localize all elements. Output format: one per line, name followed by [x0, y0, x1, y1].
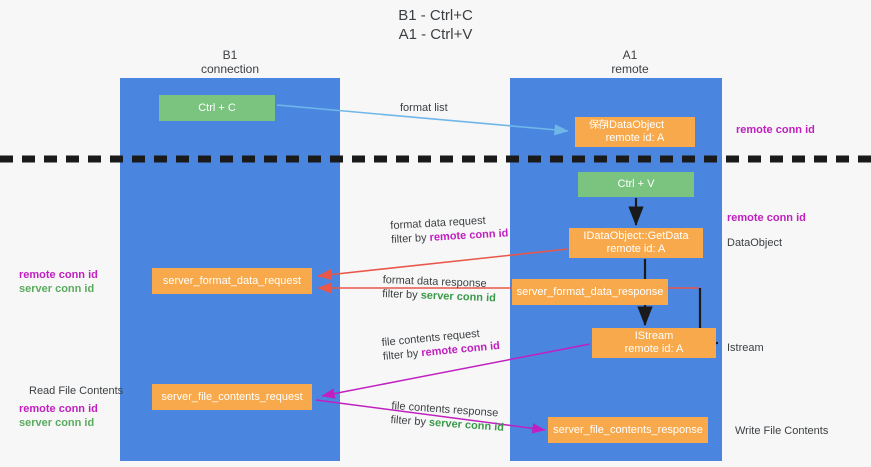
filter-prefix: filter by — [390, 231, 430, 246]
annotation-left-conn-ids-1: remote conn id server conn id — [19, 268, 98, 296]
column-header-b1-role: connection — [200, 62, 260, 76]
node-getdata-label: IDataObject::GetData — [583, 230, 689, 242]
annotation-right-remote-conn-id-2: remote conn id — [727, 212, 806, 224]
annotation-right-write-file-contents: Write File Contents — [735, 425, 829, 437]
title-line-1: B1 - Ctrl+C — [398, 7, 473, 24]
column-header-b1: B1 connection — [120, 48, 340, 76]
node-server-file-contents-response[interactable]: server_file_contents_response — [548, 417, 708, 443]
annotation-left-read-file-contents: Read File Contents — [29, 385, 124, 397]
node-ctrl-c[interactable]: Ctrl + C — [159, 95, 275, 121]
annotation-right-remote-conn-id-1: remote conn id — [736, 124, 815, 136]
edge-label-format-data-response: format data response filter by server co… — [382, 273, 497, 305]
annotation-right-istream: Istream — [727, 342, 764, 354]
arrow-format-list — [276, 104, 569, 136]
filter-prefix: filter by — [390, 413, 430, 429]
node-server-format-data-request-label: server_format_data_request — [162, 274, 302, 287]
node-server-file-contents-response-label: server_file_contents_response — [553, 423, 703, 436]
title-line-2: A1 - Ctrl+V — [398, 26, 473, 43]
node-server-file-contents-request-label: server_file_contents_request — [161, 390, 303, 403]
node-getdata-sub: remote id: A — [606, 243, 666, 255]
arrow-file-contents-response — [315, 399, 546, 434]
node-idataobject-overlap-glyphs: 保存 — [588, 120, 608, 131]
column-header-a1-name: A1 — [622, 48, 638, 62]
annotation-right-dataobject: DataObject — [727, 237, 783, 249]
annotation-left-remote-conn-id-1: remote conn id — [19, 269, 98, 281]
node-ctrl-c-label: Ctrl + C — [198, 101, 236, 114]
page-title: B1 - Ctrl+C A1 - Ctrl+V — [0, 6, 871, 44]
node-server-format-data-response-label: server_format_data_response — [516, 285, 664, 298]
filter-prefix: filter by — [382, 347, 422, 363]
node-server-file-contents-request[interactable]: server_file_contents_request — [152, 384, 312, 410]
node-idataobject-sub: remote id: A — [605, 132, 665, 144]
node-server-format-data-response[interactable]: server_format_data_response — [512, 279, 668, 305]
node-idataobject-getdata[interactable]: IDataObject::GetData remote id: A — [569, 228, 703, 258]
column-header-a1: A1 remote — [510, 48, 750, 76]
column-header-a1-role: remote — [611, 62, 649, 76]
column-header-b1-name: B1 — [222, 48, 238, 62]
node-ctrl-v-label: Ctrl + V — [617, 178, 655, 190]
filter-prefix: filter by — [381, 287, 421, 302]
annotation-left-conn-ids-2: remote conn id server conn id — [19, 402, 98, 430]
edge-label-format-list-text: format list — [400, 102, 448, 114]
node-ctrl-v[interactable]: Ctrl + V — [578, 172, 694, 197]
arrow-format-data-request — [317, 248, 569, 281]
edge-label-format-list: format list — [400, 101, 448, 115]
node-istream-sub: remote id: A — [624, 343, 684, 355]
node-idataobject-label: IDataObject — [605, 119, 665, 131]
node-server-format-data-request[interactable]: server_format_data_request — [152, 268, 312, 294]
filter-key-server-conn-id: server conn id — [420, 289, 497, 305]
node-istream-label: IStream — [634, 330, 674, 342]
node-idataobject-label-wrap: 保存 IDataObject — [589, 119, 665, 132]
node-idataobject[interactable]: 保存 IDataObject remote id: A — [575, 117, 695, 147]
annotation-left-server-conn-id-1: server conn id — [19, 283, 95, 295]
arrow-file-contents-request — [321, 343, 591, 399]
annotation-left-remote-conn-id-2: remote conn id — [19, 403, 98, 415]
annotation-left-server-conn-id-2: server conn id — [19, 417, 95, 429]
node-istream[interactable]: IStream remote id: A — [592, 328, 716, 358]
